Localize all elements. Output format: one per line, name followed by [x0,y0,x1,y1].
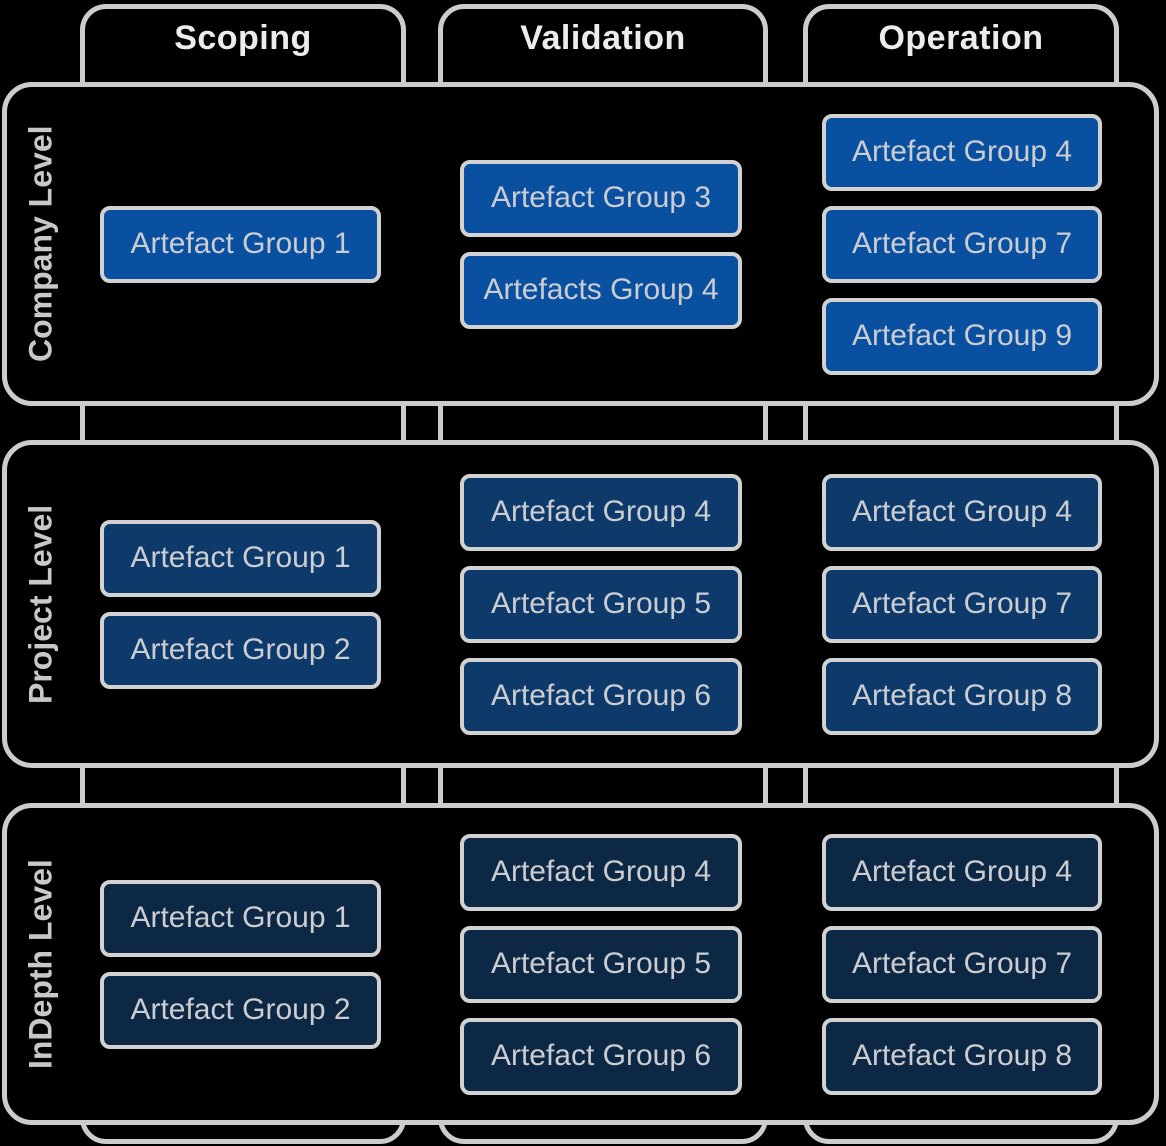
artefact-group-box: Artefact Group 4 [822,833,1102,911]
cell-company-level-scoping: Artefact Group 1 [100,87,381,401]
cell-project-level-scoping: Artefact Group 1 Artefact Group 2 [100,445,381,763]
artefact-group-box: Artefact Group 6 [460,657,742,735]
artefact-group-box: Artefacts Group 4 [460,251,742,329]
column-header-operation: Operation [878,18,1044,57]
artefact-group-box: Artefact Group 7 [822,565,1102,643]
artefact-group-box: Artefact Group 1 [100,205,381,283]
artefact-group-box: Artefact Group 8 [822,657,1102,735]
cell-project-level-validation: Artefact Group 4 Artefact Group 5 Artefact… [460,445,742,763]
cell-indepth-level-operation: Artefact Group 4 Artefact Group 7 Artefact… [822,808,1102,1120]
artefact-group-box: Artefact Group 4 [460,473,742,551]
artefact-group-box: Artefact Group 1 [100,879,381,957]
artefact-group-box: Artefact Group 4 [822,113,1102,191]
cell-company-level-validation: Artefact Group 3 Artefacts Group 4 [460,87,742,401]
artefact-group-box: Artefact Group 8 [822,1017,1102,1095]
artefact-group-box: Artefact Group 2 [100,611,381,689]
row-label-project-level: Project Level [22,504,59,704]
artefact-group-box: Artefact Group 7 [822,205,1102,283]
cell-project-level-operation: Artefact Group 4 Artefact Group 7 Artefact… [822,445,1102,763]
artefact-group-box: Artefact Group 4 [460,833,742,911]
artefact-group-box: Artefact Group 4 [822,473,1102,551]
column-header-scoping: Scoping [174,18,312,57]
artefact-group-box: Artefact Group 1 [100,519,381,597]
artefact-group-box: Artefact Group 7 [822,925,1102,1003]
row-label-company-level: Company Level [22,125,59,363]
cell-indepth-level-scoping: Artefact Group 1 Artefact Group 2 [100,808,381,1120]
artefact-group-box: Artefact Group 5 [460,565,742,643]
column-header-validation: Validation [520,18,686,57]
artefact-group-box: Artefact Group 5 [460,925,742,1003]
row-label-indepth-level: InDepth Level [22,859,59,1069]
artefact-group-box: Artefact Group 3 [460,159,742,237]
artefact-group-box: Artefact Group 9 [822,297,1102,375]
cell-indepth-level-validation: Artefact Group 4 Artefact Group 5 Artefact… [460,808,742,1120]
cell-company-level-operation: Artefact Group 4 Artefact Group 7 Artefact… [822,87,1102,401]
artefact-group-box: Artefact Group 6 [460,1017,742,1095]
row-panel-company-level: Company Level Artefact Group 1 Artefact Gr… [2,82,1159,406]
artefact-group-box: Artefact Group 2 [100,971,381,1049]
